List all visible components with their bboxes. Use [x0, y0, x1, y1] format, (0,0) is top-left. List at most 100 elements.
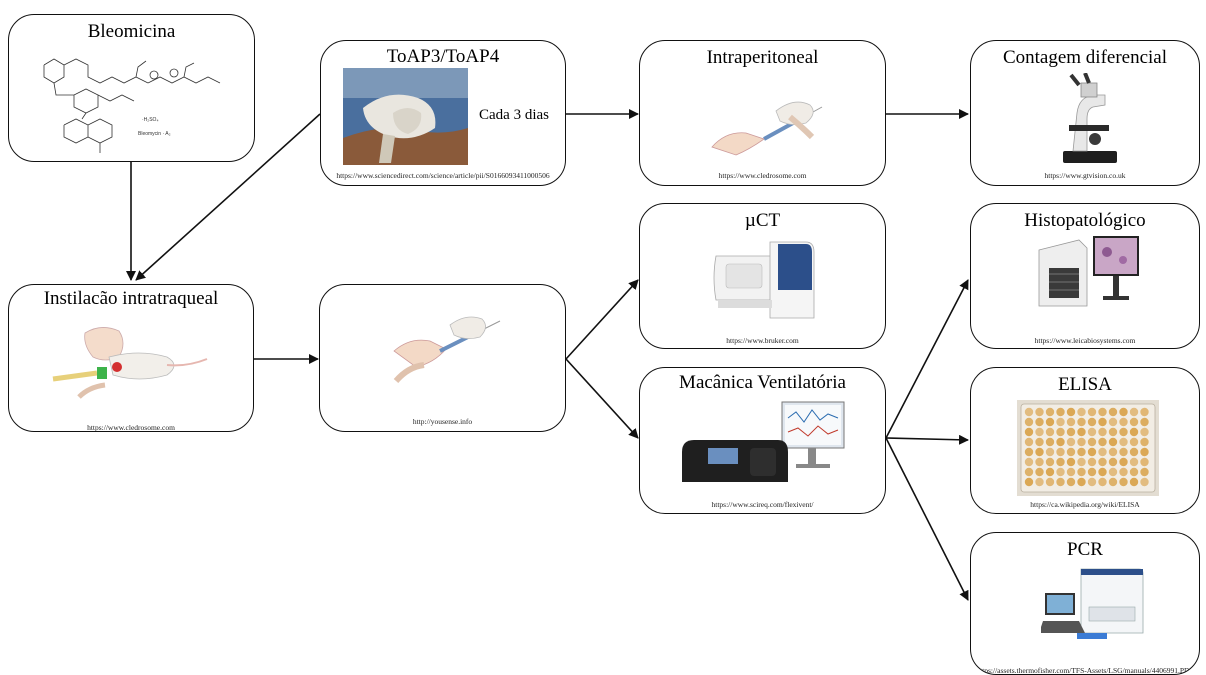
elisa-well: [1119, 417, 1128, 427]
elisa-well: [1108, 427, 1118, 437]
elisa-well: [1077, 457, 1086, 467]
arrow-injection-to-mecanica: [565, 358, 639, 439]
elisa-well: [1087, 477, 1097, 487]
arrow-mecanica-to-elisa: [885, 434, 969, 445]
elisa-well: [1119, 427, 1128, 437]
elisa-well: [1108, 447, 1118, 457]
elisa-well: [1119, 477, 1128, 487]
elisa-well: [1056, 447, 1065, 457]
elisa-well: [1087, 417, 1097, 427]
intratracheal-mouse-image: [52, 327, 208, 399]
node-toap: ToAP3/ToAP4 Cada 3 dias https://www.scie…: [320, 40, 566, 186]
elisa-well: [1035, 477, 1044, 487]
arrow-injection-to-uct: [565, 279, 639, 360]
elisa-well: [1056, 427, 1065, 437]
elisa-well: [1024, 467, 1034, 477]
elisa-well: [1035, 437, 1044, 447]
elisa-well: [1129, 477, 1139, 487]
elisa-well: [1035, 467, 1044, 477]
elisa-well: [1087, 437, 1097, 447]
node-injection: http://yousense.info: [319, 284, 566, 432]
elisa-well: [1077, 417, 1086, 427]
node-url: https://www.leicabiosystems.com: [1034, 336, 1136, 345]
elisa-well: [1056, 477, 1065, 487]
elisa-well: [1108, 457, 1118, 467]
node-url: https://www.scireq.com/flexivent/: [711, 500, 814, 509]
elisa-well: [1077, 427, 1086, 437]
elisa-well: [1045, 437, 1055, 447]
elisa-well: [1140, 417, 1149, 427]
elisa-well: [1119, 437, 1128, 447]
node-histo: Histopatológico https://www.leicabiosyst…: [970, 203, 1200, 349]
elisa-well: [1140, 457, 1149, 467]
bleomycin-structure-image: ·H₂SO₄ Bleomycin · A₂: [43, 58, 221, 153]
elisa-well: [1077, 447, 1086, 457]
elisa-well: [1066, 467, 1076, 477]
node-title: PCR: [1067, 539, 1103, 560]
elisa-well: [1119, 407, 1128, 417]
elisa-plate-image: [1017, 400, 1159, 496]
elisa-well: [1024, 417, 1034, 427]
arrow-mecanica-to-histo: [885, 279, 969, 439]
elisa-well: [1140, 437, 1149, 447]
syringe-hands-image: [393, 316, 501, 384]
node-mecanica: Macânica Ventilatória https://www.scireq…: [639, 367, 886, 514]
mol-label-1: ·H₂SO₄: [142, 117, 158, 123]
node-title: Intraperitoneal: [706, 47, 819, 68]
elisa-well: [1119, 447, 1128, 457]
node-title: Bleomicina: [87, 21, 176, 42]
elisa-well: [1024, 457, 1034, 467]
elisa-well: [1108, 437, 1118, 447]
elisa-well: [1140, 427, 1149, 437]
elisa-well: [1024, 407, 1034, 417]
elisa-well: [1035, 417, 1044, 427]
elisa-well: [1056, 457, 1065, 467]
node-url: https://ca.wikipedia.org/wiki/ELISA: [1030, 500, 1140, 509]
elisa-well: [1129, 427, 1139, 437]
elisa-well: [1056, 417, 1065, 427]
elisa-well: [1024, 437, 1034, 447]
elisa-well: [1045, 427, 1055, 437]
flexivent-system-image: [682, 401, 845, 482]
elisa-well: [1140, 477, 1149, 487]
elisa-well: [1066, 407, 1076, 417]
node-intraperitoneal: Intraperitoneal https://www.cledrosome.c…: [639, 40, 886, 186]
elisa-well: [1108, 407, 1118, 417]
elisa-well: [1098, 467, 1107, 477]
histology-processor-image: [1038, 236, 1139, 307]
elisa-well: [1129, 407, 1139, 417]
elisa-well: [1066, 427, 1076, 437]
node-url: https://assets.thermofisher.com/TFS-Asse…: [976, 666, 1194, 675]
elisa-well: [1087, 407, 1097, 417]
elisa-well: [1045, 407, 1055, 417]
elisa-well: [1098, 407, 1107, 417]
node-contagem: Contagem diferencial https://www.gtvisio…: [970, 40, 1200, 186]
elisa-well: [1077, 407, 1086, 417]
node-url: http://yousense.info: [412, 417, 473, 426]
elisa-well: [1035, 407, 1044, 417]
arrow-mecanica-to-pcr: [885, 437, 969, 601]
frequency-label: Cada 3 dias: [479, 107, 549, 123]
elisa-well: [1045, 447, 1055, 457]
elisa-well: [1056, 407, 1065, 417]
elisa-well: [1098, 477, 1107, 487]
node-title: Histopatológico: [1024, 210, 1146, 231]
microscope-icon: [1063, 73, 1117, 163]
node-title: Macânica Ventilatória: [679, 372, 846, 393]
elisa-well: [1098, 427, 1107, 437]
elisa-well: [1056, 467, 1065, 477]
node-title: ELISA: [1058, 374, 1112, 395]
node-url: https://www.bruker.com: [726, 336, 799, 345]
node-uct: µCT https://www.bruker.com: [639, 203, 886, 349]
elisa-well: [1087, 427, 1097, 437]
elisa-well: [1119, 467, 1128, 477]
elisa-well: [1129, 437, 1139, 447]
elisa-well: [1066, 457, 1076, 467]
node-url: https://www.gtvision.co.uk: [1044, 171, 1126, 180]
elisa-well: [1024, 477, 1034, 487]
pcr-machine-image: [1041, 568, 1144, 639]
node-instilacao: Instilacão intratraqueal https://www.cle…: [8, 284, 254, 432]
elisa-well: [1098, 457, 1107, 467]
elisa-well: [1056, 437, 1065, 447]
elisa-well: [1129, 417, 1139, 427]
